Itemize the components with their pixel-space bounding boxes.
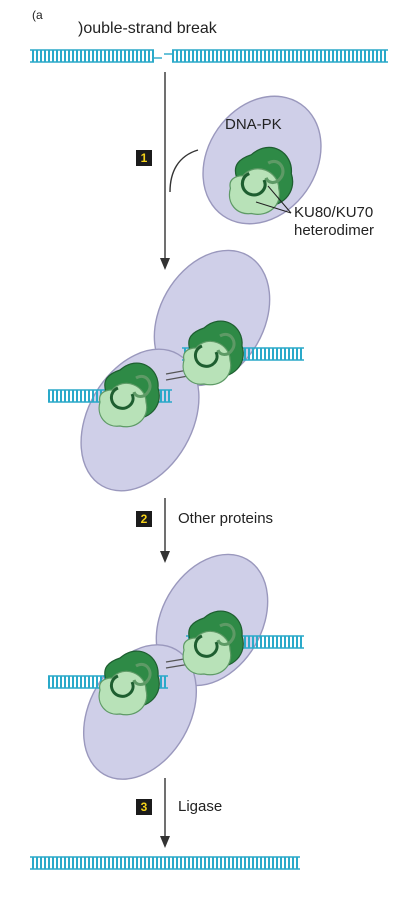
double-strand-break-label: )ouble-strand break [78, 20, 217, 37]
arrow-step-3 [160, 778, 170, 848]
panel-label: (a [32, 8, 43, 22]
other-proteins-label: Other proteins [178, 510, 274, 527]
step-badge-3: 3 [136, 799, 152, 815]
synapsis-complex-1 [48, 249, 304, 492]
ku-label-line2: heterodimer [294, 222, 375, 239]
dna-broken-top [30, 49, 388, 63]
step-badge-2: 2 [136, 511, 152, 527]
arrow-step-1 [160, 72, 170, 270]
dnapk-complex-free [202, 95, 322, 225]
dnapk-label: DNA-PK [225, 116, 282, 133]
ku-label-pointers [255, 185, 292, 214]
dna-ligated-bottom [30, 856, 300, 870]
ligase-label: Ligase [178, 798, 223, 815]
synapsis-complex-2 [48, 553, 304, 780]
arrow-step-2 [160, 498, 170, 563]
step-badge-1: 1 [136, 150, 152, 166]
recruitment-arc [169, 149, 199, 193]
ku-label-line1: KU80/KU70 [294, 204, 374, 221]
